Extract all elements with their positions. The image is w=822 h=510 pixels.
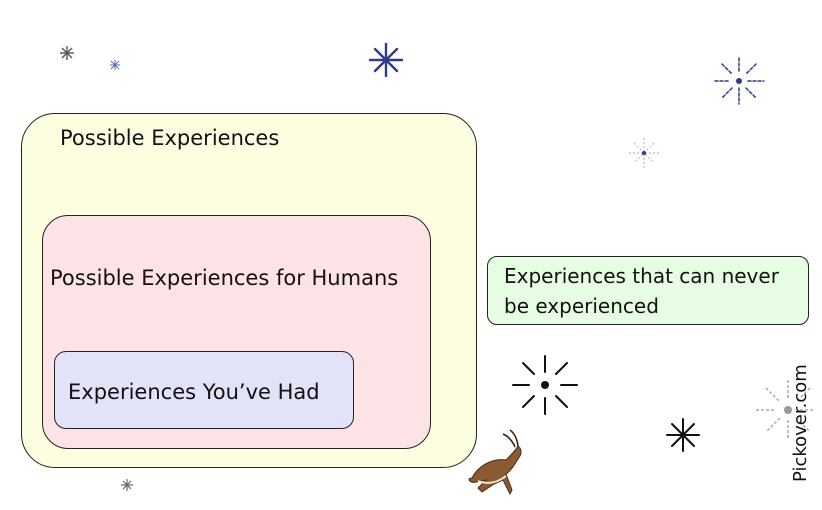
snowflake-icon <box>368 42 404 78</box>
snowflake-icon <box>121 479 133 491</box>
your-experiences-region: Experiences You’ve Had <box>54 351 354 429</box>
snowflake-icon <box>756 380 815 440</box>
never-experienced-label: Experiences that can never be experience… <box>504 264 779 318</box>
snowflake-icon <box>629 138 659 168</box>
possible-human-experiences-label: Possible Experiences for Humans <box>50 266 399 290</box>
snowflake-icon <box>512 355 578 415</box>
watermark-text: Pickover.com <box>790 364 811 482</box>
snowflake-icon <box>110 60 120 70</box>
your-experiences-label: Experiences You’ve Had <box>68 380 320 404</box>
possible-experiences-label: Possible Experiences <box>60 126 280 150</box>
never-experienced-region: Experiences that can never be experience… <box>487 256 809 325</box>
snowflake-icon <box>714 57 765 105</box>
gazelle-illustration <box>468 429 522 496</box>
snowflake-icon <box>60 46 74 60</box>
snowflake-icon <box>666 418 700 452</box>
